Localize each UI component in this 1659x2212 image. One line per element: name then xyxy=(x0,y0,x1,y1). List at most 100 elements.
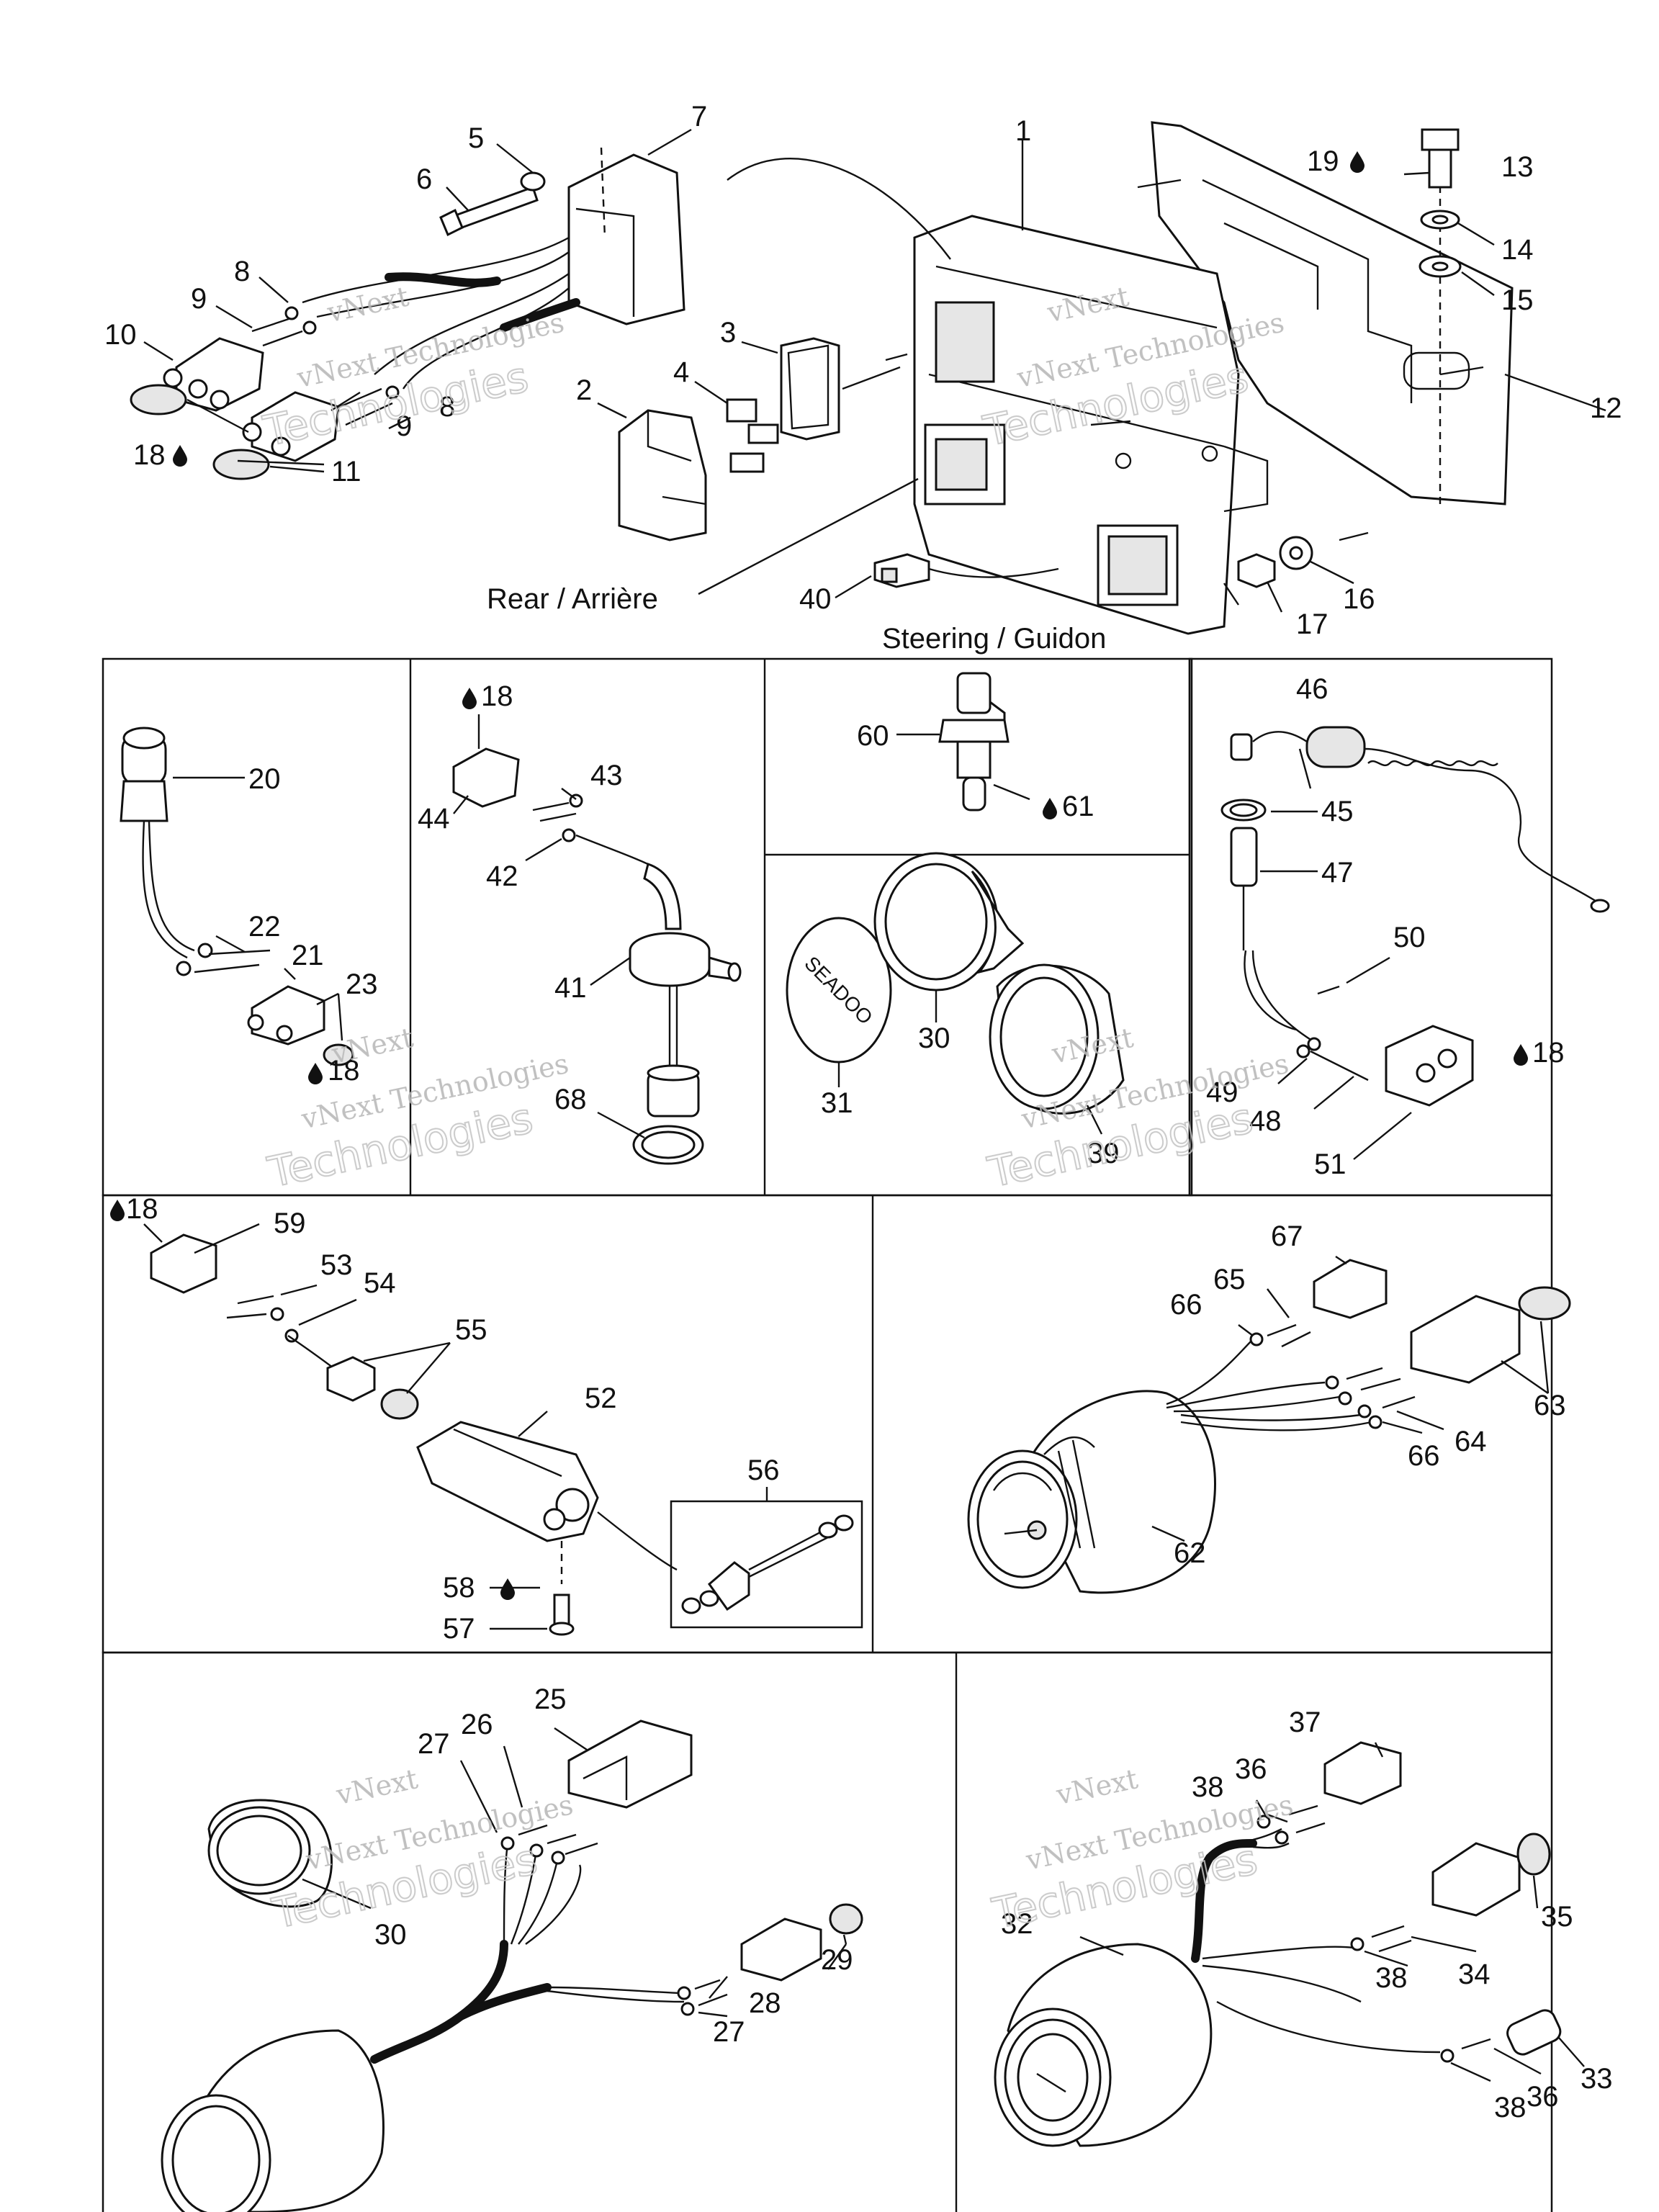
oil-drop-icon xyxy=(1043,798,1057,819)
panel-gauge-62: 67 65 66 64 66 63 62 xyxy=(967,1220,1571,1594)
connector-35 xyxy=(1431,1842,1521,1917)
label-34: 34 xyxy=(1458,1959,1491,1990)
label-56: 56 xyxy=(747,1455,780,1486)
panel-sensor-20: 20 22 21 23 18 xyxy=(120,727,378,1087)
switch-body-47 xyxy=(1230,827,1258,887)
label-53: 53 xyxy=(320,1249,353,1281)
fitting-55 xyxy=(326,1356,376,1402)
label-49: 49 xyxy=(1206,1076,1238,1108)
relay xyxy=(618,409,707,541)
label-39: 39 xyxy=(1087,1138,1120,1169)
label-41: 41 xyxy=(554,972,587,1004)
label-50: 50 xyxy=(1393,922,1426,953)
seal-plug xyxy=(130,384,187,415)
connector-33 xyxy=(1506,2009,1562,2056)
label-51: 51 xyxy=(1314,1148,1346,1180)
lanyard-cap xyxy=(1230,733,1253,761)
label-36a: 36 xyxy=(1235,1753,1267,1785)
oil-drop-icon xyxy=(110,1200,125,1221)
panel-gauge-harness-32: 37 36 38 35 34 38 33 36 38 32 xyxy=(994,1707,1613,2147)
label-21: 21 xyxy=(292,940,324,971)
connector-67 xyxy=(1313,1259,1388,1319)
label-23: 23 xyxy=(346,968,378,1000)
oil-drop-icon xyxy=(173,445,187,467)
label-30b: 30 xyxy=(374,1919,407,1951)
top-section-labels: 1 2 3 4 5 6 7 8 8 9 9 10 11 12 13 14 15 … xyxy=(104,101,1622,655)
label-66a: 66 xyxy=(1170,1289,1202,1321)
label-6: 6 xyxy=(416,163,432,195)
connector-21 xyxy=(251,985,325,1046)
label-65: 65 xyxy=(1213,1264,1246,1295)
label-18d: 18 xyxy=(1532,1037,1565,1069)
label-40: 40 xyxy=(799,583,832,615)
label-55: 55 xyxy=(455,1314,487,1346)
label-44: 44 xyxy=(418,803,450,835)
label-27b: 27 xyxy=(713,2016,745,2048)
panel-fuel-sender-41: 18 43 44 42 41 68 xyxy=(418,680,742,1165)
seal-plug xyxy=(1516,1833,1551,1876)
label-14: 14 xyxy=(1501,234,1534,266)
top-section xyxy=(130,121,1606,635)
panel-sensor-60: 60 61 xyxy=(857,672,1094,822)
seal-plug xyxy=(323,1043,354,1066)
ignition-coil-module xyxy=(567,153,685,325)
oil-drop-icon xyxy=(500,1578,515,1600)
label-38b: 38 xyxy=(1375,1962,1408,1994)
label-20: 20 xyxy=(248,763,281,795)
label-42: 42 xyxy=(486,860,518,892)
label-9a: 9 xyxy=(191,283,207,315)
label-18e: 18 xyxy=(126,1193,158,1225)
label-48: 48 xyxy=(1249,1105,1282,1137)
label-18c: 18 xyxy=(481,680,513,712)
connector-44 xyxy=(452,747,520,808)
label-18: 18 xyxy=(133,439,166,471)
washer-5 xyxy=(520,171,546,192)
label-15: 15 xyxy=(1501,284,1534,316)
mounting-bracket xyxy=(1151,121,1514,505)
label-45: 45 xyxy=(1321,796,1354,827)
label-54: 54 xyxy=(364,1267,396,1299)
label-36b: 36 xyxy=(1527,2081,1559,2113)
label-29: 29 xyxy=(821,1944,853,1976)
svg-text:vNext: vNext xyxy=(333,1763,421,1811)
panel-switch-52: 18 59 53 54 55 52 56 xyxy=(110,1193,863,1645)
panel-frames xyxy=(102,657,1553,2212)
label-66b: 66 xyxy=(1408,1440,1440,1472)
fuse-holder xyxy=(780,337,840,441)
connector-59 xyxy=(150,1233,217,1294)
label-1: 1 xyxy=(1015,115,1031,147)
caption-steering: Steering / Guidon xyxy=(882,623,1106,655)
panel-gauge-bezel: SEADOO 31 30 39 xyxy=(786,852,1125,1169)
label-12: 12 xyxy=(1590,392,1622,424)
label-61: 61 xyxy=(1062,791,1094,822)
label-38a: 38 xyxy=(1192,1771,1224,1803)
label-67: 67 xyxy=(1271,1220,1303,1252)
label-8a: 8 xyxy=(234,256,250,287)
label-31: 31 xyxy=(821,1087,853,1119)
label-46: 46 xyxy=(1296,673,1328,705)
sensor-body xyxy=(956,672,992,714)
label-52: 52 xyxy=(585,1382,617,1414)
svg-text:vNext: vNext xyxy=(324,281,412,329)
oil-drop-icon xyxy=(1350,151,1364,173)
panel-gauge-harness-25: 30 25 26 27 28 xyxy=(161,1683,863,2212)
label-25: 25 xyxy=(534,1683,567,1715)
label-38c: 38 xyxy=(1494,2092,1527,2123)
label-3: 3 xyxy=(720,317,736,349)
seal-plug xyxy=(1518,1286,1571,1321)
label-68: 68 xyxy=(554,1084,587,1115)
seal-plug xyxy=(212,449,270,480)
label-57: 57 xyxy=(443,1613,475,1645)
label-47: 47 xyxy=(1321,857,1354,889)
oil-drop-icon xyxy=(462,688,477,709)
label-27a: 27 xyxy=(418,1728,450,1760)
label-58: 58 xyxy=(443,1572,475,1604)
label-35: 35 xyxy=(1541,1901,1573,1933)
label-26: 26 xyxy=(461,1709,493,1740)
label-37: 37 xyxy=(1289,1707,1321,1738)
oil-drop-icon xyxy=(308,1063,323,1084)
label-16: 16 xyxy=(1343,583,1375,615)
connector-25 xyxy=(567,1719,693,1809)
label-11: 11 xyxy=(331,456,361,487)
